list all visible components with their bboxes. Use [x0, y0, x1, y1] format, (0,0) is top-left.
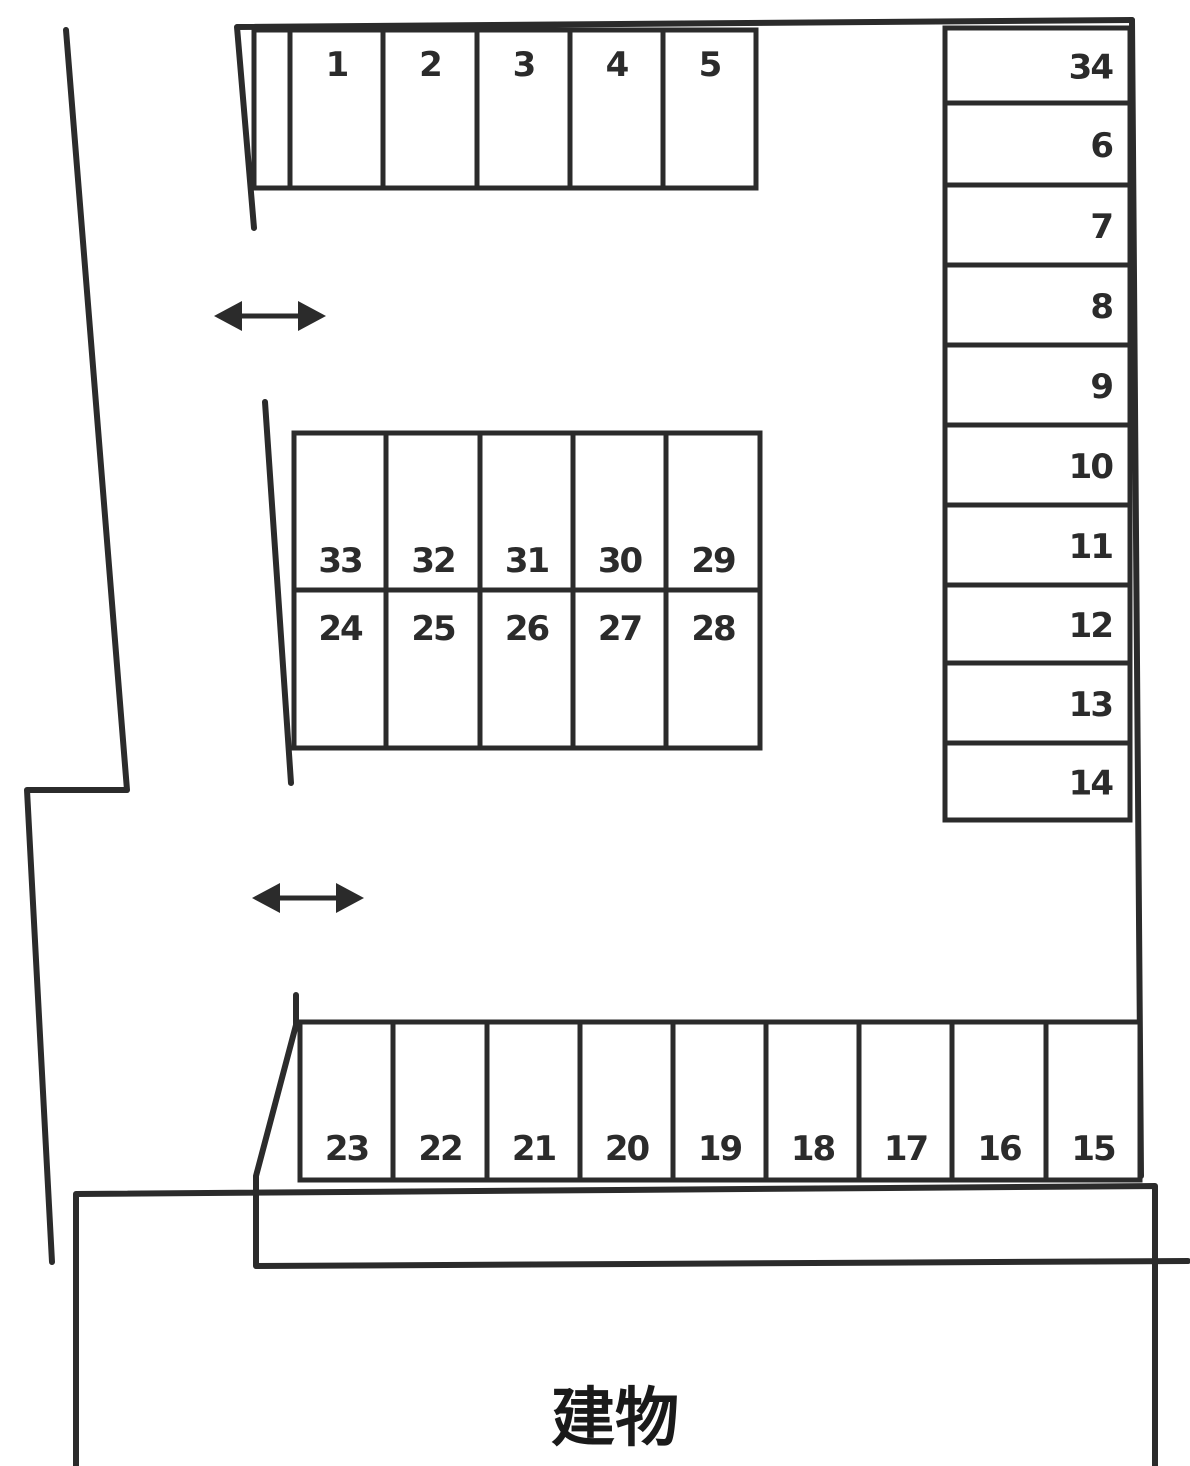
parking-stall — [484, 1019, 583, 1183]
outer-left-wall — [24, 27, 130, 1265]
parking-stall — [942, 25, 1133, 106]
parking-stall — [663, 587, 763, 751]
stall-number: 23 — [325, 1129, 368, 1169]
entrance-arrow-upper — [214, 301, 326, 331]
middle-left-wall — [262, 399, 294, 786]
stall-number: 20 — [605, 1129, 650, 1169]
stall-number: 12 — [1069, 606, 1112, 646]
stall-number: 18 — [791, 1129, 835, 1169]
parking-stall — [291, 430, 389, 593]
stall-number: 16 — [977, 1129, 1021, 1169]
stall-number: 6 — [1090, 126, 1112, 166]
stall-number: 32 — [411, 541, 454, 581]
parking-stall — [570, 430, 669, 593]
parking-stall-blank — [251, 27, 293, 191]
stall-number: 15 — [1071, 1129, 1115, 1169]
parking-stall — [297, 1019, 396, 1183]
stall-number: 4 — [606, 45, 629, 85]
parking-stall — [291, 587, 389, 751]
stall-number: 30 — [598, 541, 643, 581]
stall-number: 10 — [1069, 447, 1114, 487]
stall-number: 3 — [513, 45, 535, 85]
parking-stall — [670, 1019, 769, 1183]
stall-number: 21 — [512, 1129, 556, 1169]
stall-number: 17 — [884, 1129, 927, 1169]
parking-stall — [942, 422, 1133, 508]
entrance-arrow-lower — [252, 883, 364, 913]
stall-number: 31 — [505, 541, 549, 581]
stall-number: 25 — [411, 609, 455, 649]
parking-stall — [942, 262, 1133, 348]
stall-number: 11 — [1069, 527, 1113, 567]
stall-number: 13 — [1069, 685, 1112, 725]
stall-number: 27 — [598, 609, 641, 649]
stall-number: 1 — [326, 45, 348, 85]
lower-inner-wall — [253, 992, 1190, 1269]
parking-stall — [942, 342, 1133, 428]
parking-stall — [942, 182, 1133, 268]
stall-row-bottom: 23 22 21 20 19 18 17 16 15 — [297, 1019, 1143, 1183]
parking-stall — [383, 587, 483, 751]
stall-number: 33 — [318, 541, 361, 581]
building-outline — [73, 1183, 1158, 1466]
lot-boundary — [24, 17, 1190, 1269]
stall-number: 26 — [505, 609, 549, 649]
stall-number: 8 — [1090, 287, 1112, 327]
stall-number: 24 — [318, 609, 363, 649]
stall-number: 7 — [1090, 207, 1112, 247]
parking-stall — [663, 430, 763, 593]
stall-number: 34 — [1069, 48, 1114, 88]
parking-stall — [942, 502, 1133, 588]
stall-number: 28 — [691, 609, 735, 649]
stall-number: 9 — [1090, 367, 1112, 407]
stall-number: 29 — [691, 541, 735, 581]
parking-stall — [477, 587, 576, 751]
parking-stall — [942, 740, 1133, 823]
parking-stall — [577, 1019, 676, 1183]
parking-stall — [660, 27, 759, 191]
stall-block-middle: 33 32 31 30 29 24 25 26 27 28 — [291, 430, 763, 751]
parking-stall — [1043, 1019, 1143, 1183]
stall-number: 19 — [698, 1129, 742, 1169]
right-wall — [1129, 17, 1144, 1179]
stall-number: 14 — [1069, 764, 1114, 804]
parking-stall — [474, 27, 573, 191]
stall-row-top: 1 2 3 4 5 — [251, 27, 759, 191]
parking-stall — [856, 1019, 955, 1183]
top-wall — [234, 17, 1135, 231]
parking-stall — [942, 100, 1133, 188]
stall-number: 5 — [699, 45, 721, 85]
building-label: 建物 — [551, 1382, 679, 1456]
stall-row-right: 34 6 7 8 9 10 11 12 13 14 — [942, 25, 1133, 823]
stall-number: 22 — [418, 1129, 461, 1169]
building: 建物 — [73, 1183, 1158, 1466]
stall-number: 2 — [419, 45, 441, 85]
